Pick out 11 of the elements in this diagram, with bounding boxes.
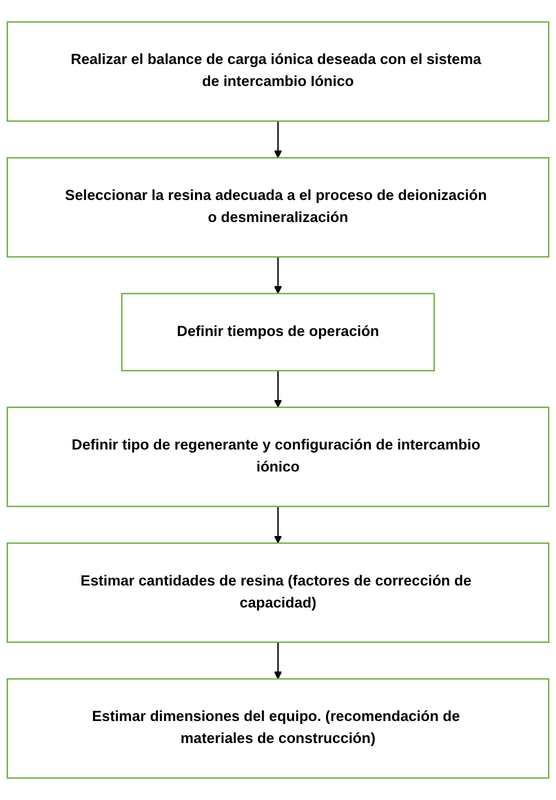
arrow xyxy=(274,370,282,408)
node-box: Seleccionar la resina adecuada a el proceso de deionización o desmineralización xyxy=(6,157,550,258)
arrow xyxy=(274,642,282,680)
arrow xyxy=(274,121,282,158)
node-box: Estimar cantidades de resina (factores de corrección de capacidad) xyxy=(6,542,550,643)
node-box: Realizar el balance de carga iónica deseada con el sistema de intercambio Iónico xyxy=(6,21,550,122)
node-box: Estimar dimensiones del equipo. (recomendación de materiales de construcción) xyxy=(6,678,550,779)
arrow xyxy=(274,506,282,544)
node-box: Definir tiempos de operación xyxy=(121,292,435,372)
arrow xyxy=(274,256,282,294)
node-box: Definir tipo de regenerante y configuración de intercambio iónico xyxy=(6,406,550,508)
